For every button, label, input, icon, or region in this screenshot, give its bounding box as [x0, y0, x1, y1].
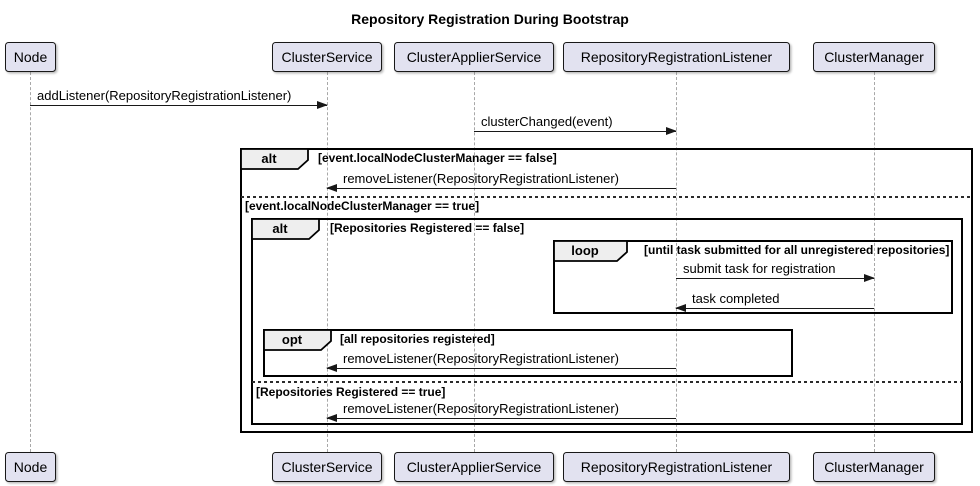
- frame-opt-tag: opt: [263, 329, 333, 357]
- participant-repositoryregistrationlistener-top: RepositoryRegistrationListener: [563, 42, 790, 72]
- frame-tag-pentagon-icon: [553, 240, 628, 262]
- lifeline-clusterapplierservice: [474, 72, 475, 452]
- frame-tag-pentagon-icon: [251, 218, 320, 240]
- arrowhead-right-icon: [864, 274, 875, 282]
- divider-alt-outer-else: [241, 196, 972, 198]
- message-label: addListener(RepositoryRegistrationListen…: [37, 88, 292, 103]
- message-label: removeListener(RepositoryRegistrationLis…: [343, 401, 620, 416]
- lifeline-node: [30, 72, 31, 452]
- frame-opt-label: opt: [281, 332, 303, 347]
- message-remove-listener-2: removeListener(RepositoryRegistrationLis…: [326, 351, 676, 372]
- participant-clusterservice-bottom: ClusterService: [272, 452, 382, 482]
- arrowhead-left-icon: [326, 414, 337, 422]
- diagram-title: Repository Registration During Bootstrap: [351, 11, 629, 27]
- message-label: submit task for registration: [683, 261, 836, 276]
- message-add-listener: addListener(RepositoryRegistrationListen…: [30, 88, 328, 109]
- participant-clustermanager-top: ClusterManager: [813, 42, 935, 72]
- frame-loop: loop: [553, 240, 953, 314]
- message-label: clusterChanged(event): [481, 114, 613, 129]
- frame-alt-inner-label: alt: [272, 221, 288, 236]
- arrowhead-left-icon: [326, 364, 337, 372]
- arrowhead-right-icon: [666, 127, 677, 135]
- lifeline-clusterservice: [327, 72, 328, 452]
- participant-clustermanager-bottom: ClusterManager: [813, 452, 935, 482]
- message-remove-listener-3: removeListener(RepositoryRegistrationLis…: [326, 401, 676, 422]
- frame-tag-pentagon-icon: [263, 329, 332, 351]
- frame-alt-inner: alt: [251, 218, 963, 425]
- participant-clusterapplierservice-top: ClusterApplierService: [394, 42, 554, 72]
- message-label: task completed: [692, 291, 780, 306]
- arrow-line: [676, 274, 875, 282]
- arrowhead-right-icon: [317, 101, 328, 109]
- lifeline-clustermanager: [874, 72, 875, 452]
- message-submit-task: submit task for registration: [676, 261, 875, 282]
- participant-clusterservice-top: ClusterService: [272, 42, 382, 72]
- frame-opt: opt: [263, 329, 793, 377]
- arrow-line: [30, 101, 328, 109]
- frame-alt-outer-tag: alt: [240, 148, 310, 176]
- arrow-line: [474, 127, 677, 135]
- guard-loop: [until task submitted for all unregister…: [644, 243, 950, 257]
- participant-clusterapplierservice-bottom: ClusterApplierService: [394, 452, 554, 482]
- guard-opt: [all repositories registered]: [340, 332, 495, 346]
- frame-alt-outer-label: alt: [261, 151, 277, 166]
- divider-alt-inner-else: [252, 381, 962, 383]
- frame-loop-tag: loop: [553, 240, 629, 268]
- guard-alt-outer: [event.localNodeClusterManager == false]: [318, 151, 557, 165]
- frame-alt-inner-tag: alt: [251, 218, 321, 246]
- guard-alt-inner-else: [Repositories Registered == true]: [256, 385, 446, 399]
- arrowhead-left-icon: [326, 184, 337, 192]
- frame-tag-pentagon-icon: [240, 148, 309, 170]
- message-label: removeListener(RepositoryRegistrationLis…: [343, 171, 620, 186]
- participant-node-top: Node: [5, 42, 56, 72]
- participant-repositoryregistrationlistener-bottom: RepositoryRegistrationListener: [563, 452, 790, 482]
- arrowhead-left-icon: [675, 304, 686, 312]
- arrow-line: [326, 184, 676, 192]
- message-task-completed: task completed: [675, 291, 874, 312]
- arrow-line: [675, 304, 874, 312]
- lifeline-repositoryregistrationlistener: [676, 72, 677, 452]
- message-label: removeListener(RepositoryRegistrationLis…: [343, 351, 620, 366]
- guard-alt-inner: [Repositories Registered == false]: [330, 221, 525, 235]
- frame-loop-label: loop: [571, 243, 599, 258]
- message-remove-listener-1: removeListener(RepositoryRegistrationLis…: [326, 171, 676, 192]
- arrow-line: [326, 414, 676, 422]
- arrow-line: [326, 364, 676, 372]
- guard-alt-outer-else: [event.localNodeClusterManager == true]: [245, 199, 480, 213]
- message-cluster-changed: clusterChanged(event): [474, 114, 677, 135]
- frame-alt-outer: alt: [240, 148, 973, 433]
- participant-node-bottom: Node: [5, 452, 56, 482]
